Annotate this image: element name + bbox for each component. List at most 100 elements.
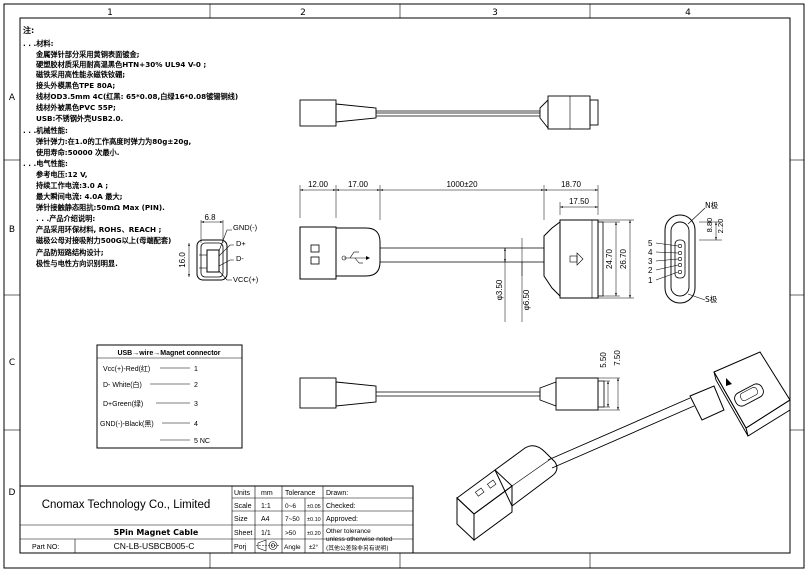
wiring-left-1: D- White(白) — [103, 380, 142, 389]
wiring-right-0: 1 — [194, 366, 198, 373]
part-no-value: CN-LB-USBCB005-C — [114, 541, 195, 551]
pin-label-dplus: D+ — [236, 239, 246, 248]
wiring-title: USB→wire→Magnet connector — [117, 350, 220, 357]
dim-side-h2: 7.50 — [613, 350, 622, 366]
note-line-12: 参考电压:12 V, — [35, 170, 88, 179]
note-line-2: 硬塑胶材质采用耐高温黑色HTN+30% UL94 V-0 ; — [36, 60, 206, 69]
pinout-height-dim: 16.0 — [178, 252, 187, 268]
checked-label: Checked: — [326, 503, 356, 510]
projection-symbol-icon — [256, 539, 280, 552]
row-label-b: B — [9, 225, 15, 235]
cn-tolerance-note: (其他公差除非另有说明) — [326, 544, 389, 552]
note-line-14: 最大瞬间电流: 4.0A 最大; — [36, 192, 123, 201]
units-label: Units — [234, 490, 250, 497]
scale-label: Scale — [234, 503, 252, 510]
cable-front-view: 12.00 17.00 1000±20 18.70 17.50 — [299, 180, 634, 322]
size-value: A4 — [261, 516, 270, 523]
face-pin-5: 5 — [648, 239, 653, 248]
title-block: Cnomax Technology Co., Limited 5Pin Magn… — [19, 485, 414, 554]
proj-label: Porj — [234, 544, 247, 551]
col-label-2: 2 — [300, 8, 306, 18]
usb-pinout-view: 6.8 16.0 GND(-) D+ D- VCC(+) — [178, 213, 259, 284]
dim-boot-len: 17.00 — [348, 180, 369, 189]
dim-face-w1: 8.80 — [705, 218, 714, 233]
note-line-3: 磁铁采用高性能永磁铁钕硼; — [35, 70, 125, 79]
unless-noted: unless otherwise noted — [326, 536, 393, 543]
dim-h2: 26.70 — [619, 248, 628, 269]
wiring-right-4: 5 NC — [194, 438, 210, 445]
company-name: Cnomax Technology Co., Limited — [42, 499, 211, 511]
drawn-label: Drawn: — [326, 490, 348, 497]
sheet-label: Sheet — [234, 530, 252, 537]
col-label-3: 3 — [492, 8, 498, 18]
tol-range-0: 0~6 — [285, 503, 296, 510]
dim-h1: 24.70 — [605, 248, 614, 269]
tol-val-0: ±0.05 — [307, 504, 321, 510]
dim-connector-len: 18.70 — [561, 180, 582, 189]
tol-val-1: ±0.10 — [307, 517, 321, 523]
note-line-19: 产品防短路结构设计; — [36, 248, 104, 257]
row-label-c: C — [9, 358, 15, 368]
note-line-17: 产品采用环保材料, ROHS、REACH ; — [36, 225, 162, 234]
angle-value: ±2° — [309, 545, 319, 551]
approved-label: Approved: — [326, 516, 358, 523]
dim-cable-od: φ3.50 — [495, 279, 504, 300]
face-pin-2: 2 — [648, 266, 653, 275]
sheet-value: 1/1 — [261, 530, 271, 537]
tol-val-2: ±0.20 — [307, 531, 321, 537]
note-line-8: . . .机械性能: — [23, 126, 68, 135]
note-line-18: 磁极公母对接吸附力500G以上(母端配套) — [35, 236, 171, 245]
notes-header: 注: — [23, 25, 34, 35]
note-line-13: 持续工作电流:3.0 A ; — [36, 181, 108, 190]
note-line-11: . . .电气性能: — [23, 159, 68, 168]
pin-label-dminus: D- — [236, 254, 244, 263]
size-label: Size — [234, 516, 248, 523]
pinout-width-dim: 6.8 — [204, 213, 216, 222]
wiring-table: USB→wire→Magnet connector Vcc(+)-Red(红) … — [96, 344, 243, 449]
direction-arrow-icon — [569, 252, 584, 266]
note-line-4: 接头外模黑色TPE 80A; — [36, 81, 115, 90]
part-no-label: Part NO: — [32, 544, 59, 551]
product-name: 5Pin Magnet Cable — [114, 528, 199, 537]
pin-label-gnd: GND(-) — [233, 223, 258, 232]
notes-block: 注: . . .材料: 金属弹针部分采用黄铜表面镀金; 硬塑胶材质采用耐高温黑色… — [23, 25, 238, 268]
tol-range-1: 7~50 — [285, 516, 300, 523]
pin-label-vcc: VCC(+) — [233, 275, 259, 284]
face-pin-1: 1 — [648, 276, 653, 285]
dim-cable-len: 1000±20 — [446, 180, 478, 189]
sheet-frame: 1 2 3 4 A B C D — [3, 3, 805, 569]
col-label-1: 1 — [107, 8, 113, 18]
pole-n-label: N极 — [705, 200, 719, 210]
dim-face-w2: 2.20 — [716, 219, 725, 234]
col-label-4: 4 — [685, 8, 691, 18]
note-line-5: 线材OD3.5mm 4C(红黑: 65*0.08,白绿16*0.08镀锡铜线) — [36, 92, 238, 101]
note-line-6: 线材外被黑色PVC 55P; — [36, 103, 116, 112]
dim-usb-len: 12.00 — [308, 180, 329, 189]
wiring-left-3: GND(-)-Black(黑) — [100, 420, 154, 428]
dim-magnet-len: 17.50 — [569, 197, 590, 206]
wiring-left-0: Vcc(+)-Red(红) — [103, 364, 150, 373]
note-line-0: . . .材料: — [23, 39, 54, 48]
note-line-16: . . .产品介绍说明: — [36, 214, 95, 223]
cable-iso-view — [456, 351, 791, 542]
tolerance-header: Tolerance — [285, 490, 315, 497]
tol-range-2: >50 — [285, 530, 296, 537]
cable-side-view: 5.50 7.50 — [299, 350, 622, 411]
angle-label: Angle — [284, 544, 301, 551]
face-pin-3: 3 — [648, 257, 653, 266]
dim-side-h1: 5.50 — [599, 352, 608, 368]
note-line-20: 极性与电性方向识别明显. — [36, 259, 118, 268]
row-label-a: A — [9, 93, 16, 103]
wiring-right-3: 4 — [194, 421, 198, 428]
dim-boot-od: φ6.50 — [522, 289, 531, 310]
magnet-face-view: 5 4 3 2 1 N极 S极 8.80 2.20 — [648, 200, 725, 304]
other-tolerance: Other tolerance — [326, 528, 371, 535]
note-line-7: USB:不锈钢外壳USB2.0. — [36, 114, 123, 123]
note-line-1: 金属弹针部分采用黄铜表面镀金; — [35, 50, 140, 59]
usb-logo-icon — [341, 251, 370, 264]
note-line-9: 弹针弹力:在1.0的工作高度时弹力为80g±20g, — [36, 137, 191, 146]
wiring-right-1: 2 — [194, 382, 198, 389]
wiring-right-2: 3 — [194, 401, 198, 408]
note-line-15: 弹针接触静态阻抗:50mΩ Max (PIN). — [36, 203, 165, 212]
